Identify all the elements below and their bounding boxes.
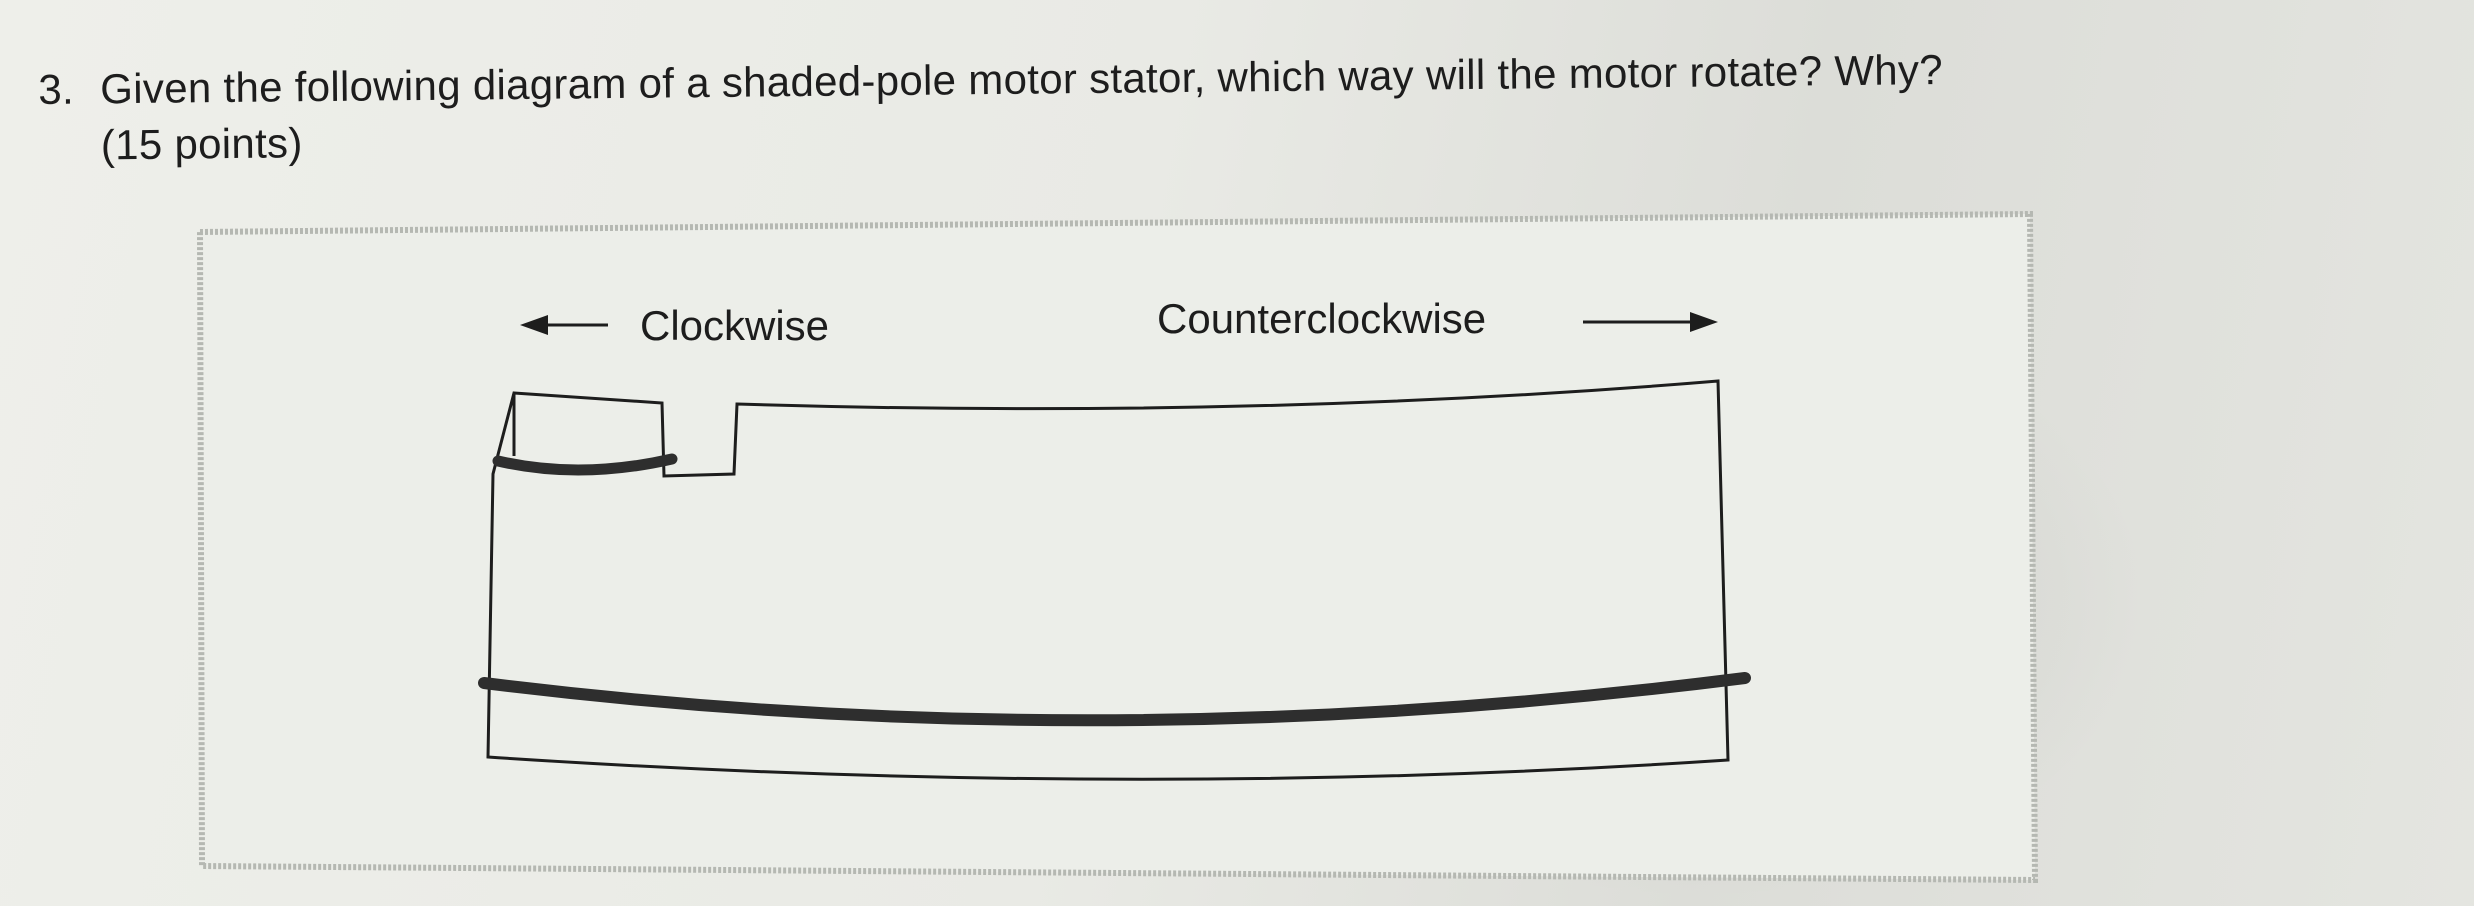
main-winding: [478, 672, 1751, 727]
clockwise-label: Clockwise: [640, 302, 829, 349]
diagram-frame: [196, 210, 2039, 884]
counterclockwise-label: Counterclockwise: [1157, 295, 1486, 342]
counterclockwise-arrow-icon: [1583, 312, 1718, 332]
shading-coil: [492, 453, 678, 476]
clockwise-arrow-icon: [520, 315, 608, 335]
stator-body: [486, 379, 1730, 781]
